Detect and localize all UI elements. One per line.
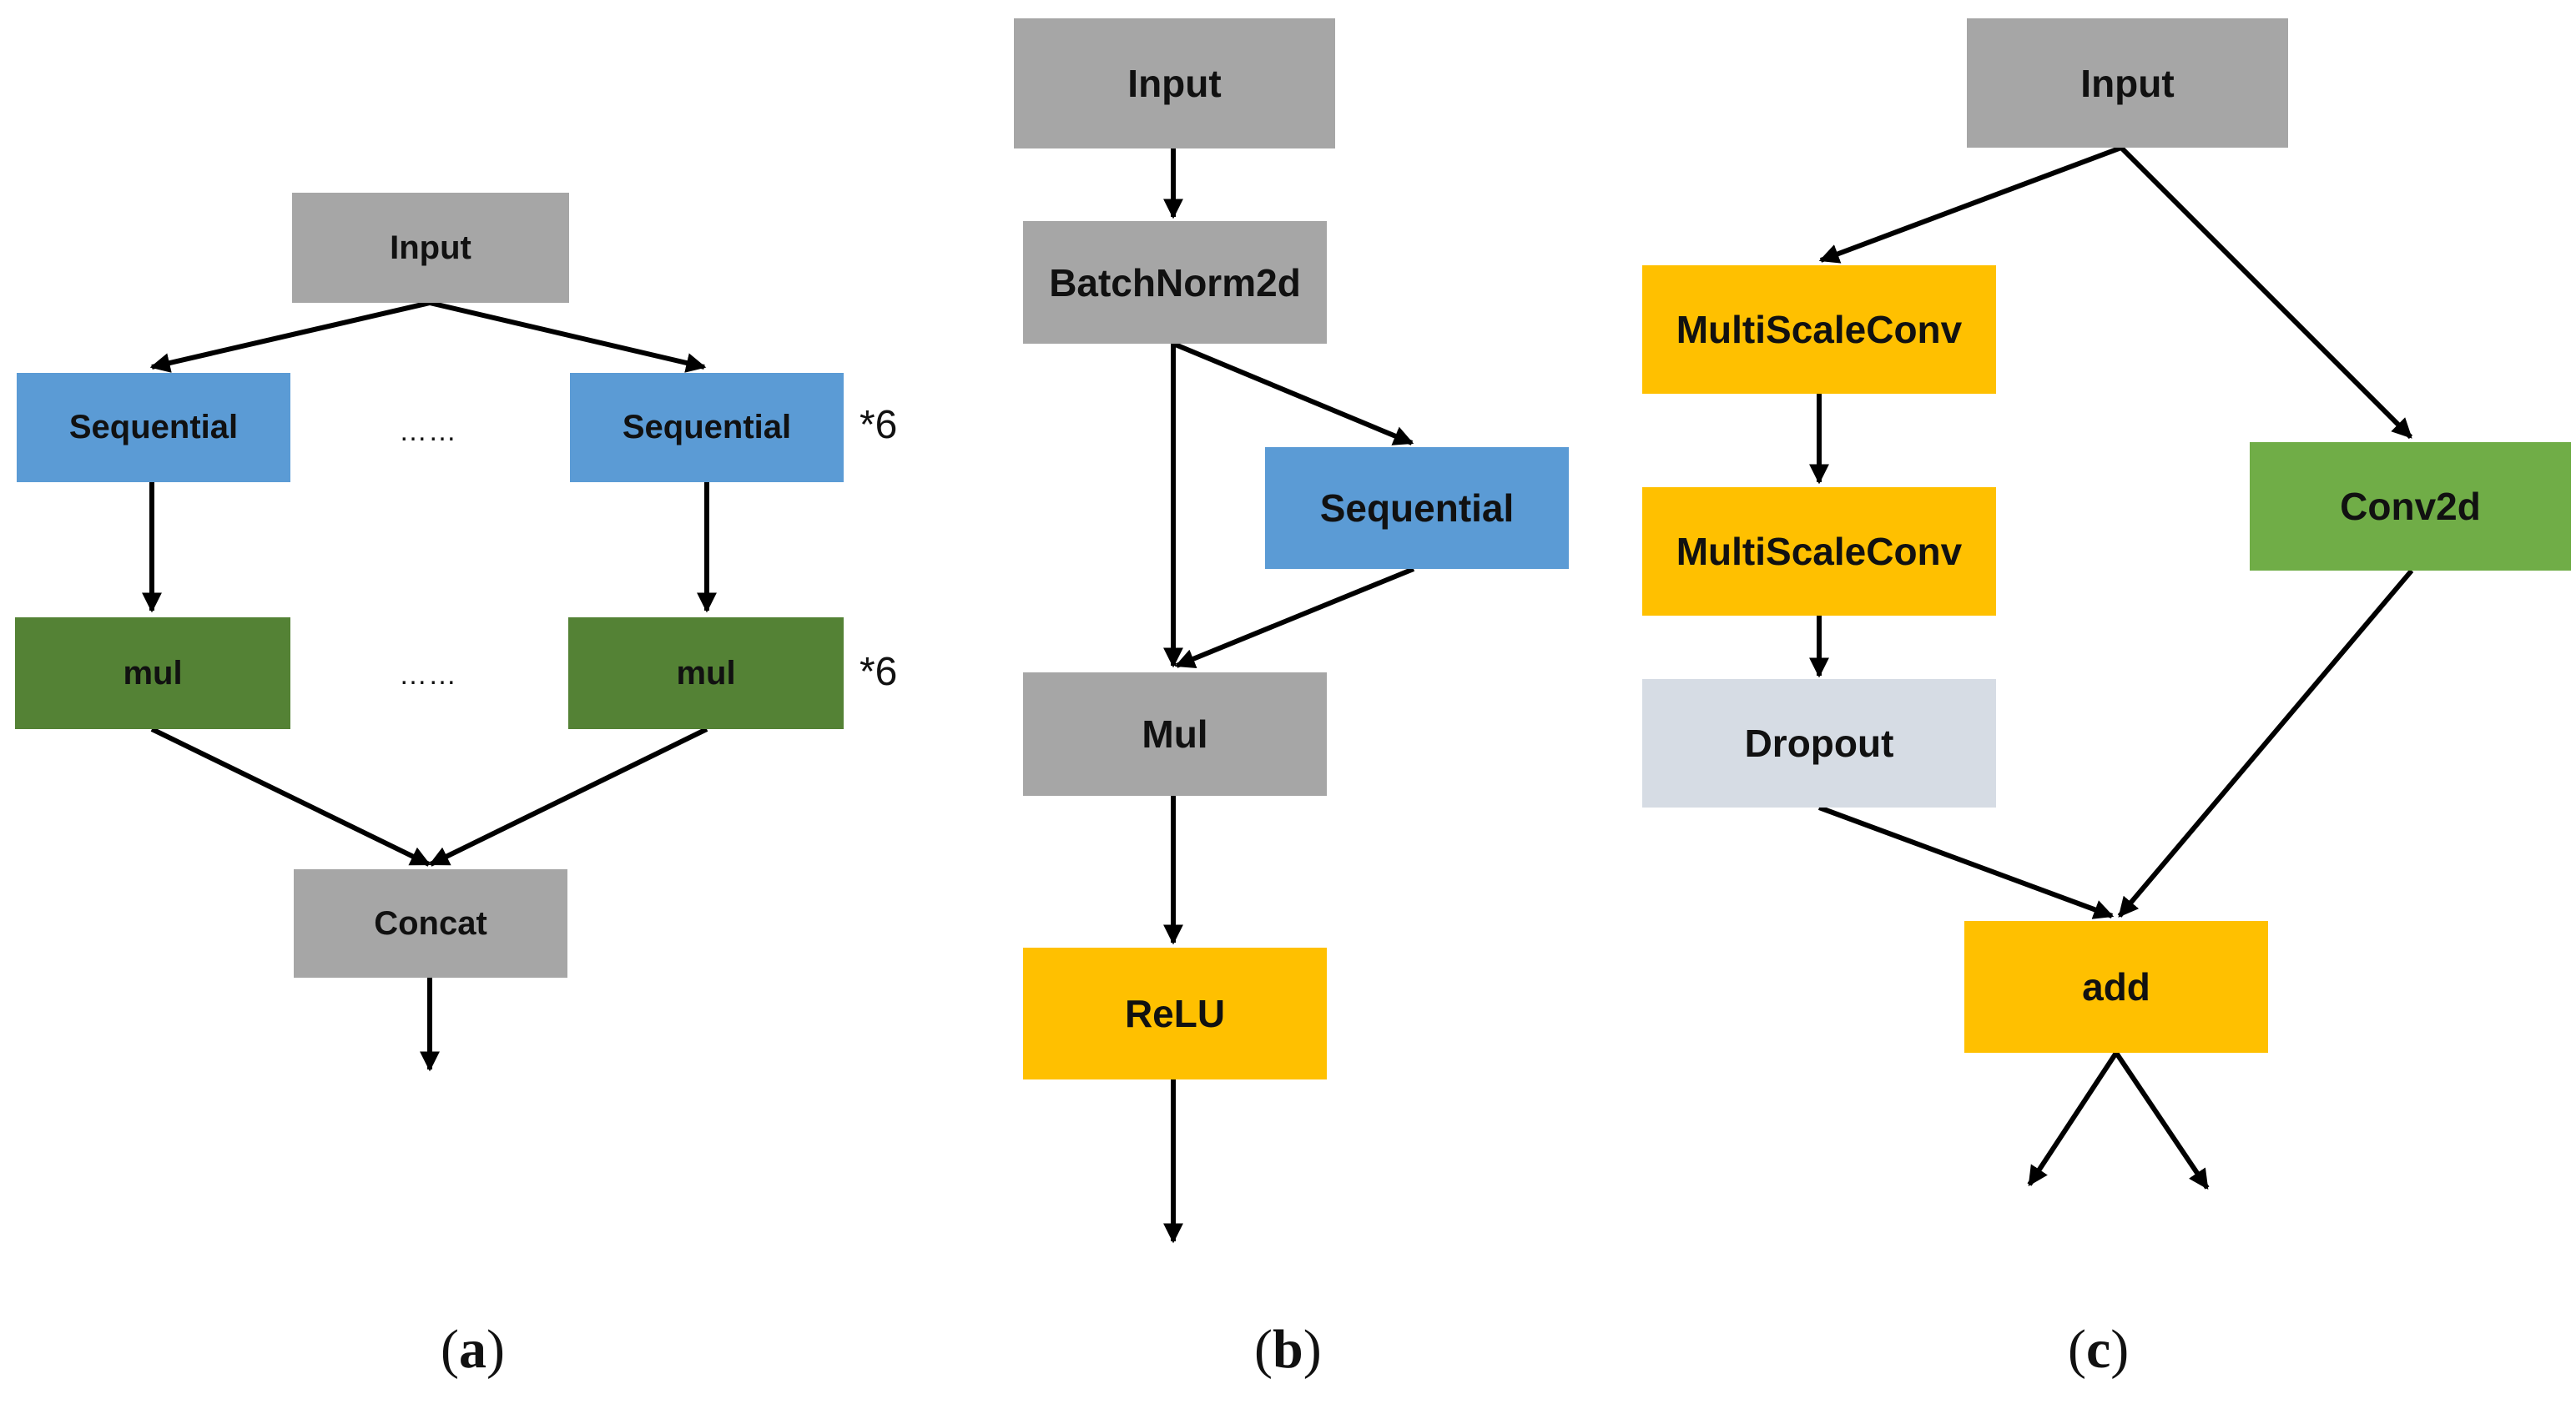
a-sequential-left-box: Sequential — [17, 373, 290, 482]
panel-b-label-open: ( — [1254, 1319, 1273, 1380]
arrow-c-conv2d-to-add — [2117, 569, 2414, 918]
panel-c-label-open: ( — [2068, 1319, 2086, 1380]
panel-a-label-close: ) — [486, 1319, 505, 1380]
arrow-c-dropout-to-add — [1817, 805, 2115, 919]
arrow-a-mul-left-to-concat — [150, 727, 431, 867]
a-sequential-ellipsis: …… — [399, 415, 457, 447]
b-input-box: Input — [1014, 18, 1335, 148]
arrow-c-input-to-conv2d — [2119, 145, 2413, 440]
c-multiscaleconv-1-box: MultiScaleConv — [1642, 265, 1996, 394]
arrow-b-batchnorm-to-sequential — [1172, 341, 1414, 445]
arrow-a-mul-right-to-concat — [428, 727, 708, 867]
panel-a-label: (a) — [441, 1318, 505, 1381]
a-mul-right-box: mul — [568, 617, 844, 729]
a-mul-left-box: mul — [15, 617, 290, 729]
a-sequential-right-box: Sequential — [570, 373, 844, 482]
panel-c-label-close: ) — [2110, 1319, 2130, 1380]
c-multiscaleconv-2-box: MultiScaleConv — [1642, 487, 1996, 616]
arrow-c-add-out-right — [2114, 1051, 2210, 1190]
b-batchnorm-box: BatchNorm2d — [1023, 221, 1327, 344]
panel-a-label-letter: a — [458, 1319, 486, 1380]
arrow-a-input-to-seq-left — [149, 300, 431, 373]
c-conv2d-box: Conv2d — [2250, 442, 2571, 571]
a-mul-multiplier: *6 — [860, 650, 898, 694]
arrow-a-input-to-seq-right — [429, 300, 707, 373]
b-mul-box: Mul — [1023, 672, 1327, 796]
c-input-box: Input — [1967, 18, 2288, 148]
a-input-box: Input — [292, 193, 569, 303]
a-sequential-multiplier: *6 — [860, 403, 898, 447]
b-sequential-box: Sequential — [1265, 447, 1569, 569]
panel-b-label: (b) — [1254, 1318, 1322, 1381]
panel-a-label-open: ( — [441, 1319, 459, 1380]
arrow-c-add-out-left — [2027, 1051, 2119, 1187]
a-mul-ellipsis: …… — [399, 659, 457, 691]
panel-c-label: (c) — [2068, 1318, 2129, 1381]
panel-b-label-letter: b — [1272, 1319, 1303, 1380]
a-concat-box: Concat — [294, 869, 567, 978]
arrow-c-input-to-msconv1 — [1818, 145, 2123, 264]
arrow-b-sequential-to-mul — [1174, 566, 1415, 668]
panel-c-label-letter: c — [2085, 1319, 2111, 1380]
panel-b-label-close: ) — [1303, 1319, 1322, 1380]
c-add-box: add — [1964, 921, 2268, 1053]
c-dropout-box: Dropout — [1642, 679, 1996, 808]
b-relu-box: ReLU — [1023, 948, 1327, 1079]
